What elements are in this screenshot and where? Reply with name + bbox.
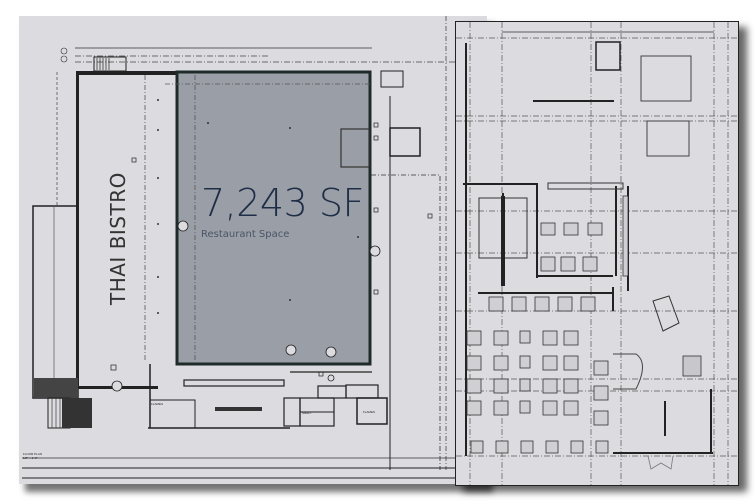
sheet-title: FLOOR PLAN <box>23 452 43 456</box>
room-tag: FLAMES <box>363 410 376 414</box>
sheet-scale: 1/8" = 1'-0" <box>23 456 38 460</box>
room-tag: SHAFT <box>302 411 312 415</box>
restaurant-area-label: 7,243 SF <box>201 181 364 225</box>
restaurant-layout-sheet <box>455 21 739 486</box>
neighbor-tenant-label: THAI BISTRO <box>106 172 130 305</box>
site-floor-plan-sheet: FLOOR PLAN 1/8" = 1'-0" FLAMES SHAFT FLA… <box>19 16 487 484</box>
restaurant-space-caption: Restaurant Space <box>201 229 290 240</box>
site-plan-drawing <box>22 16 480 479</box>
restaurant-layout-drawing <box>456 22 738 485</box>
room-tag: FLAMES <box>151 402 164 406</box>
